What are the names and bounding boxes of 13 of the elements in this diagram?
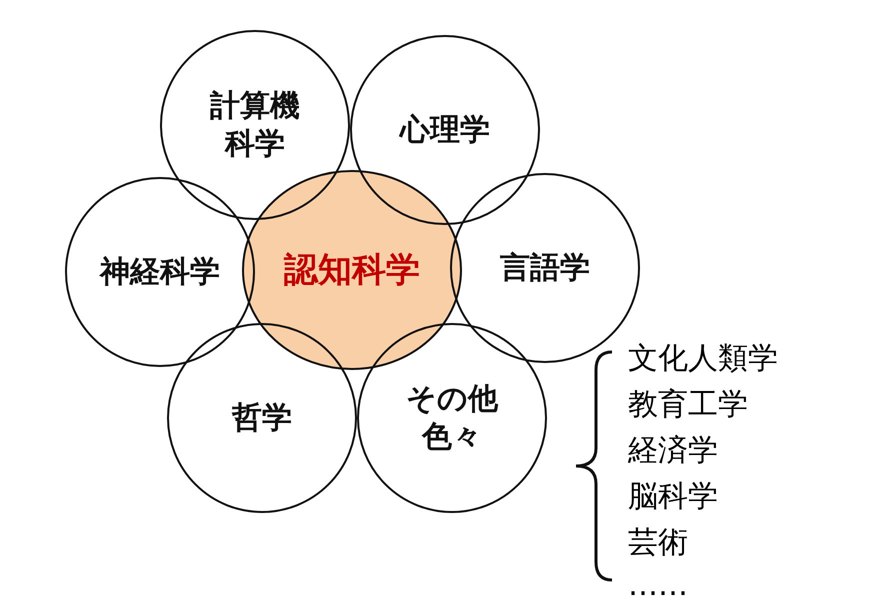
node-label: 言語学 — [499, 249, 591, 287]
list-item-text: 教育工学 — [628, 386, 748, 424]
node-label: 計算機科学 — [208, 88, 301, 162]
node-label: 認知科学 — [282, 248, 421, 292]
node-label: 心理学 — [398, 111, 491, 149]
list-item-text: 芸術 — [628, 524, 688, 562]
list-item-text: 文化人類学 — [628, 340, 778, 378]
node-label: その他色々 — [405, 380, 500, 456]
list-item-text: 経済学 — [628, 432, 718, 470]
node-label: 哲学 — [230, 399, 293, 437]
node-label: 神経科学 — [98, 253, 221, 291]
list-item-text: 脳科学 — [628, 478, 718, 516]
list-item-text: …… — [628, 568, 688, 603]
